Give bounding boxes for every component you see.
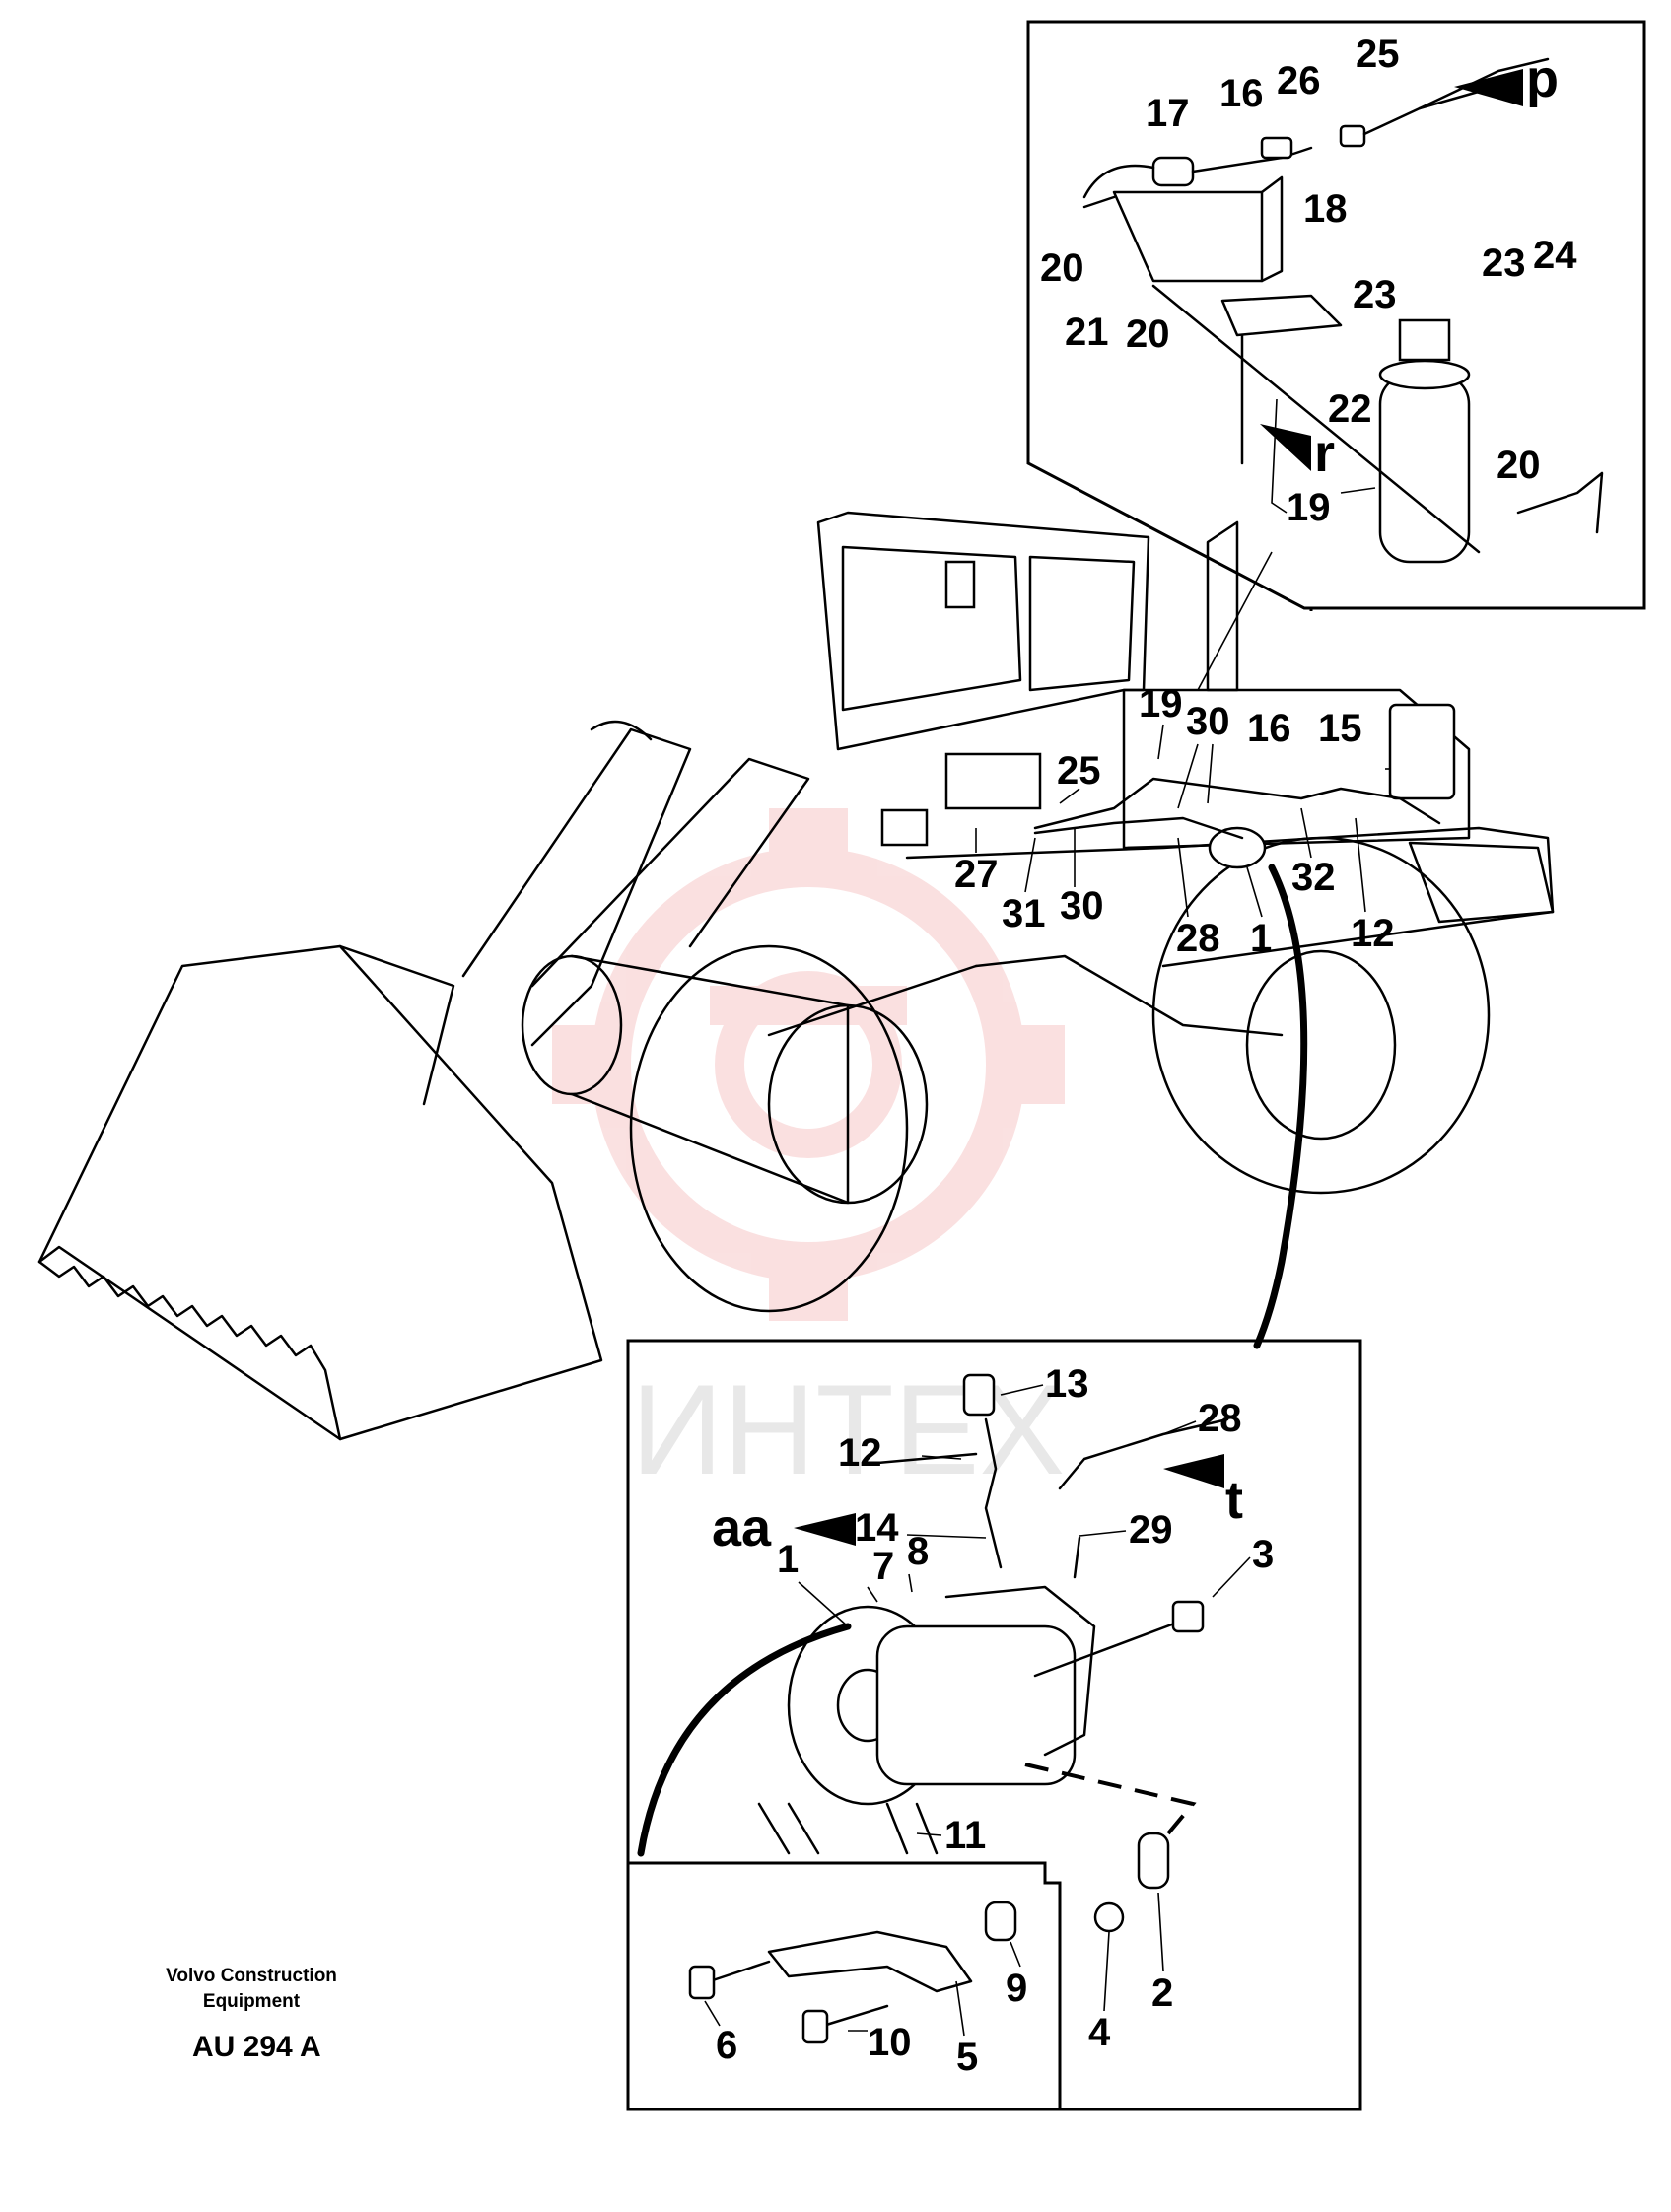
bottom-inset-detail: [626, 1339, 1362, 2111]
callout-7: 7: [872, 1545, 894, 1588]
callout-12: 12: [838, 1431, 882, 1475]
callout-31-machine: 31: [1002, 892, 1046, 935]
callout-1-machine: 1: [1250, 917, 1272, 960]
bucket-part: [37, 944, 603, 1441]
callout-29: 29: [1129, 1508, 1173, 1552]
callout-14: 14: [855, 1506, 899, 1550]
callout-27-machine: 27: [954, 853, 999, 896]
callout-20-b: 20: [1126, 312, 1170, 356]
callout-23-b: 23: [1353, 273, 1397, 316]
view-arrow-p-icon: [1454, 69, 1523, 106]
callout-3: 3: [1252, 1533, 1274, 1576]
callout-24: 24: [1533, 234, 1577, 277]
callout-11: 11: [944, 1814, 986, 1857]
callout-2: 2: [1151, 1971, 1173, 2015]
callout-32-machine: 32: [1291, 856, 1336, 899]
front-tyre-part: [629, 944, 909, 1313]
callout-8: 8: [907, 1530, 929, 1573]
callout-30-machine-b: 30: [1060, 884, 1104, 928]
callout-25-machine: 25: [1057, 749, 1101, 793]
cab-part: [816, 511, 1150, 751]
callout-26: 26: [1277, 59, 1321, 103]
view-label-t: t: [1225, 1471, 1243, 1530]
callout-15-machine: 15: [1318, 707, 1362, 750]
callout-21: 21: [1065, 311, 1109, 354]
view-label-r: r: [1314, 424, 1335, 483]
view-arrow-aa-icon: [794, 1513, 856, 1546]
callout-10: 10: [868, 2021, 912, 2064]
view-arrow-r-icon: [1260, 424, 1311, 471]
callout-12-machine: 12: [1351, 912, 1395, 955]
callout-28-machine: 28: [1176, 917, 1220, 960]
company-name-line1: Volvo Construction: [166, 1966, 337, 1986]
bottom-inset-frame: [626, 1339, 1362, 2111]
wheel-loader-illustration: [37, 511, 1555, 1441]
callout-20-a: 20: [1040, 246, 1084, 290]
refrigerant-hose-part: [1253, 864, 1308, 1349]
top-inset-detail: [1026, 20, 1646, 611]
electrical-box-part: [944, 752, 1042, 810]
callout-17: 17: [1146, 92, 1190, 135]
watermark-text: ИНТЕХ: [631, 1357, 1065, 1501]
callout-28: 28: [1198, 1397, 1242, 1440]
callout-23-a: 23: [1482, 242, 1526, 285]
callout-6: 6: [716, 2024, 737, 2067]
company-name-line2: Equipment: [203, 1991, 301, 2012]
callout-30-machine-a: 30: [1186, 700, 1230, 743]
machine-callouts: 19 30 16 15 25 27 31 30 28 1 32 12: [954, 682, 1395, 960]
callout-22: 22: [1328, 387, 1372, 431]
top-inset-frame: [1026, 20, 1646, 611]
rear-tyre-part: [1151, 836, 1491, 1195]
top-inset-callouts: 25 26 16 17 18 20 21 20 23 24 23 22 20 1…: [1040, 33, 1577, 529]
callout-18: 18: [1303, 187, 1348, 231]
callout-1: 1: [777, 1538, 799, 1581]
callout-13: 13: [1045, 1362, 1089, 1406]
callout-16: 16: [1219, 72, 1264, 115]
watermark-logo: [552, 808, 1065, 1321]
callout-20-c: 20: [1497, 444, 1541, 487]
view-label-aa: aa: [712, 1498, 772, 1557]
callout-19: 19: [1287, 486, 1331, 529]
bottom-inset-callouts: 13 28 12 14 29 1 7 8 3 11 2 4 9 6 10 5: [716, 1362, 1274, 2079]
callout-4: 4: [1088, 2011, 1111, 2054]
callout-16-machine: 16: [1247, 707, 1291, 750]
view-arrow-t-icon: [1163, 1454, 1224, 1488]
callout-19-machine: 19: [1139, 682, 1183, 726]
callout-9: 9: [1006, 1967, 1027, 2010]
bracket-sub-inset-frame: [628, 1861, 1062, 2109]
drawing-code: AU 294 A: [192, 2031, 321, 2063]
callout-5: 5: [956, 2036, 978, 2079]
view-label-p: p: [1526, 49, 1559, 108]
callout-25: 25: [1356, 33, 1400, 76]
